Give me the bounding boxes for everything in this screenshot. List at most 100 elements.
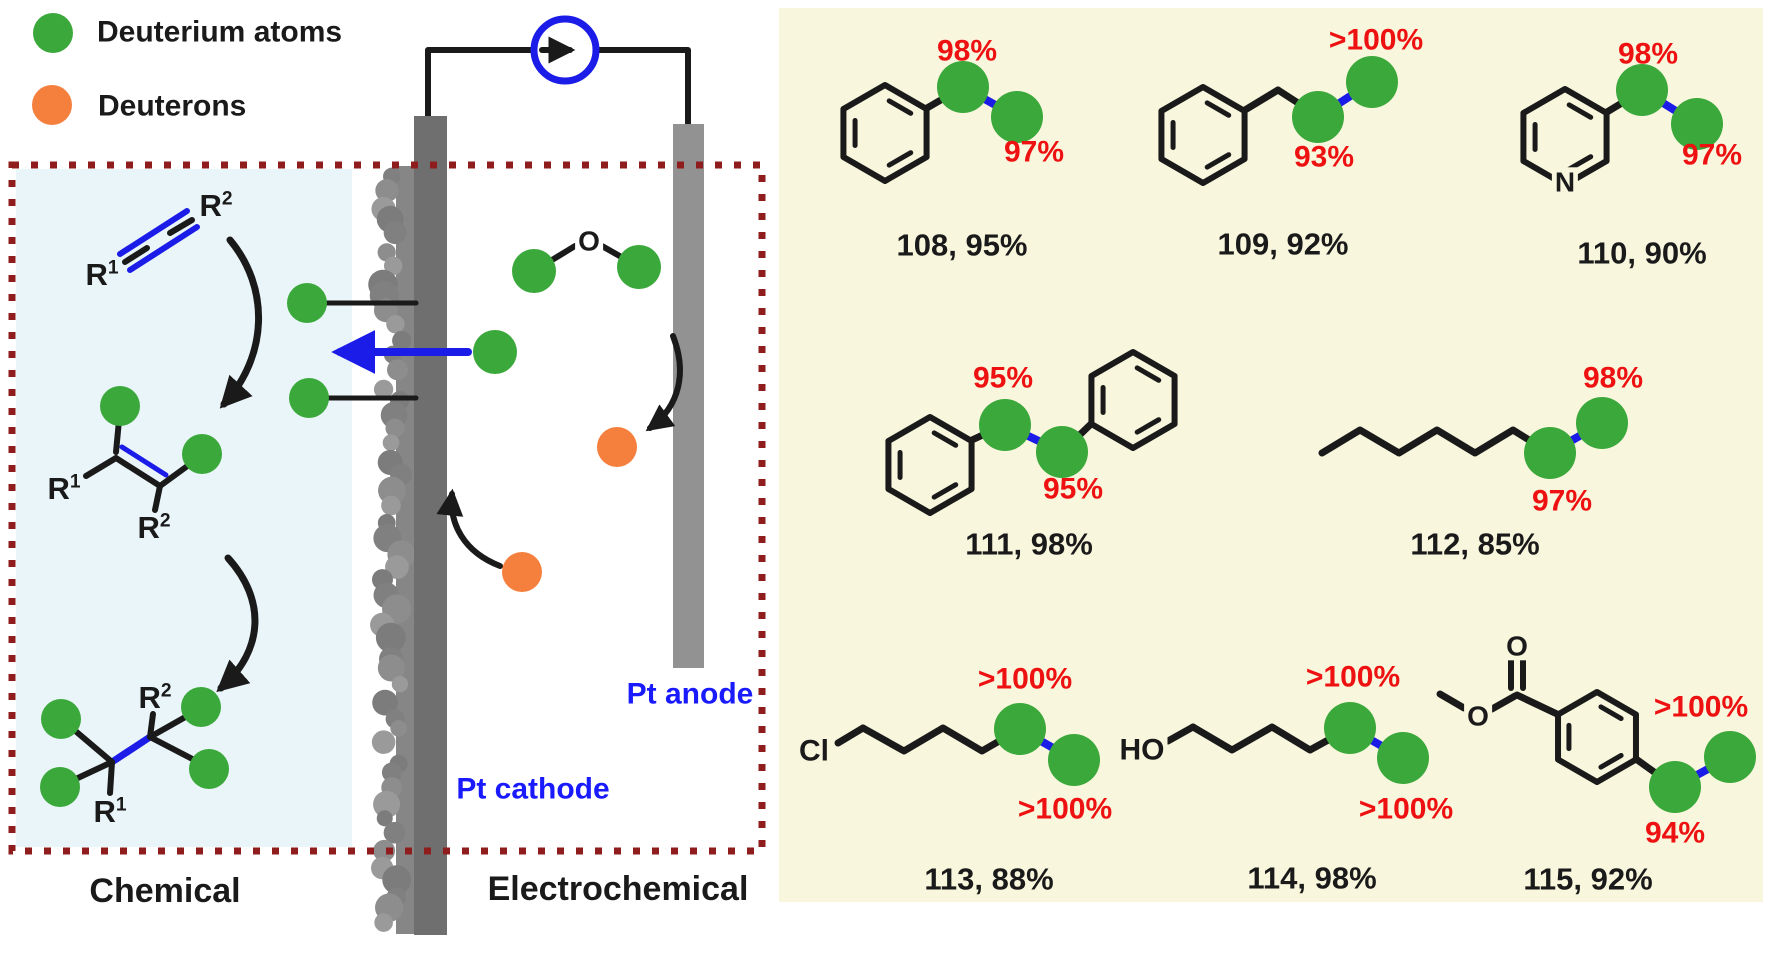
bond [1241,86,1282,114]
d2o-oxygen-label: O [575,226,603,256]
compound-113-label: 113, 88% [924,861,1054,897]
compound-114-d-bottom-pct: >100% [1358,792,1454,826]
cathode-texture-bump [371,730,396,754]
compound-110-label: 110, 90% [1577,235,1707,271]
compound-110-d-bottom-pct: 97% [1681,138,1743,172]
compound-111-d-top-pct: 95% [972,361,1034,395]
deuterium-atom [1324,702,1376,754]
deuterium-atom [1346,56,1398,108]
aromatic-inner-bond [1134,365,1162,383]
compound-108-d-top-pct: 98% [936,34,998,68]
alkane-cc-bond [108,733,154,766]
aromatic-inner-bond [886,150,914,168]
compound-115-label: 115, 92% [1523,861,1653,897]
cathode-texture-bump [374,913,393,932]
adsorbed-deuterium [287,283,517,418]
alkene-pi-bond [119,444,169,478]
deuterium-atom [287,283,327,323]
o-c-bond [1488,692,1519,713]
alkyne-pi-bond [127,224,200,273]
deuterium-atom [1036,426,1088,478]
deuterium-atom [512,249,556,293]
legend-deuterium-label: Deuterium atoms [97,15,343,49]
cathode-texture-bump [383,821,406,844]
cathode-texture-bump [375,179,399,203]
alkane-r1-label: R1 [93,793,127,829]
electrochemical-cell [425,15,704,668]
cathode-bar [414,116,447,935]
deuteron [502,552,542,592]
phenyl-ring [1555,689,1639,785]
aromatic-inner-bond [1598,752,1624,770]
d2o-molecule [512,243,661,293]
deuterium-atom [1048,734,1100,786]
cathode-texture-bump [385,418,405,438]
methyl-o-bond [1436,690,1468,712]
alkyne-pi-bond [117,208,190,257]
reaction-arrow-1 [219,236,262,409]
circuit-wire-left [425,47,536,121]
deuterium-atom [991,91,1043,143]
cathode-texture-bump [375,622,406,653]
compound-115-d-top-pct: >100% [1653,690,1749,724]
compound-114-d-top-pct: >100% [1305,660,1401,694]
compound-115-structure [1436,658,1756,813]
deuterium-atom [1671,98,1723,150]
compound-113-d-top-pct: >100% [977,662,1073,696]
deuterium-atom [473,330,517,374]
cathode-texture-bump [381,762,402,783]
compound-114-label: 114, 98% [1247,860,1377,896]
deuterium-atom [1377,732,1429,784]
compound-113-d-bottom-pct: >100% [1017,792,1113,826]
deuteron-to-cathode-arrow [436,488,503,569]
pt-cathode-electrode [368,116,447,935]
aromatic-inner-bond [1134,417,1162,435]
deuterium-atom [937,61,989,113]
cathode-texture-bump [381,495,401,516]
phenyl-ring [1088,349,1178,451]
compound-112-d-top-pct: 98% [1582,361,1644,395]
deuterium-atom [1704,731,1756,783]
deuterium-atom [979,399,1031,451]
compound-108-label: 108, 95% [896,227,1028,263]
legend-deuterons-label: Deuterons [98,89,247,123]
deuterium-atom [289,378,329,418]
compound-108-structure [840,61,1043,184]
alkene-r2-bond [152,483,163,513]
compound-114-structure [1164,702,1429,784]
deuterium-atom [1649,761,1701,813]
alkene-r1-label: R1 [47,470,81,506]
pyridine-nitrogen-label: N [1551,167,1579,197]
compound-109-d-top-pct: >100% [1328,23,1424,57]
deuterium-atom [189,749,229,789]
compound-110-d-top-pct: 98% [1617,37,1679,71]
legend-icons [32,13,73,125]
alkyl-chain [859,724,1024,755]
deuterium-atom [1292,91,1344,143]
alkane-r2-bond [147,711,156,740]
alkyl-chain [1318,426,1554,457]
bond [1513,691,1561,718]
aromatic-inner-bond [1566,154,1594,172]
compound-112-label: 112, 85% [1410,526,1540,562]
aromatic-inner-bond [1204,100,1232,118]
compound-109-label: 109, 92% [1217,226,1349,262]
bond [1164,723,1197,745]
cathode-texture-bump [376,810,393,827]
deuteron [597,427,637,467]
chloro-label: Cl [796,735,832,767]
aromatic-inner-bond [1566,102,1594,120]
cathode-texture-bump [386,315,405,334]
chemical-zone-bg [16,169,352,847]
carbonyl-oxygen-label: O [1503,631,1531,661]
cathode-texture-bump [383,256,403,276]
ester-oxygen-label: O [1464,701,1492,731]
alkyne-r1-label: R1 [85,256,119,292]
deuterium-atom [181,687,221,727]
deuterium-atom [41,699,81,739]
cathode-texture-bump [373,790,401,818]
hydroxyl-label: HO [1116,734,1168,766]
cathode-texture-bump [385,555,409,580]
